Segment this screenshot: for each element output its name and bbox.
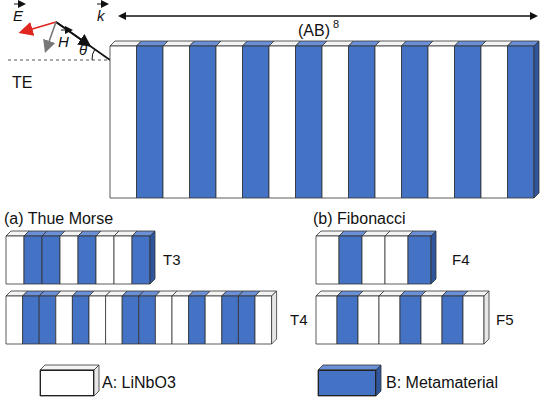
layer-slab (421, 296, 442, 344)
period-label: 8 (331, 18, 341, 30)
structure-label: (b) Fibonacci (313, 210, 405, 228)
layer-side (150, 231, 155, 284)
layer-side (272, 291, 277, 344)
layer-slab (24, 236, 42, 284)
layer-slab (132, 236, 150, 284)
vector-overarrow (61, 30, 71, 31)
layer-slab (122, 296, 139, 344)
layer-slab (318, 370, 376, 396)
layer-slab (362, 236, 385, 284)
layer-slab (89, 296, 106, 344)
layer-slab (6, 296, 23, 344)
angle-arc (92, 49, 95, 60)
layer-slab (39, 296, 56, 344)
vector-label: E (13, 8, 23, 25)
layer-slab (358, 296, 379, 344)
layer-slab (296, 46, 323, 198)
layer-slab (481, 46, 508, 198)
layer-side (534, 41, 539, 198)
legend-swatch (318, 370, 376, 396)
legend-text: B: Metamaterial (386, 374, 498, 392)
layer-slab (339, 236, 362, 284)
vector-label: θ (79, 42, 87, 59)
layer-slab (205, 296, 222, 344)
layer-slab (60, 236, 78, 284)
layer-side (94, 365, 99, 396)
vector-label: H (58, 34, 69, 51)
layer-slab (349, 46, 376, 198)
layer-slab (400, 296, 421, 344)
layer-slab (216, 46, 243, 198)
layer-slab (72, 296, 89, 344)
layer-slab (385, 236, 408, 284)
structure-label: F5 (496, 312, 514, 329)
layer-slab (137, 46, 164, 198)
e-vector (22, 22, 56, 32)
layer-slab (322, 46, 349, 198)
layer-side (431, 231, 436, 284)
layer-slab (463, 296, 484, 344)
layer-slab (428, 46, 455, 198)
period-label: (AB) (296, 22, 332, 40)
layer-slab (78, 236, 96, 284)
layer-slab (402, 46, 429, 198)
layer-slab (442, 296, 463, 344)
layer-slab (379, 296, 400, 344)
structure-label: T3 (163, 252, 181, 269)
layer-slab (139, 296, 156, 344)
layer-slab (23, 296, 40, 344)
layer-slab (255, 296, 272, 344)
layer-slab (110, 46, 137, 198)
layer-slab (190, 46, 217, 198)
structure-label: (a) Thue Morse (4, 210, 113, 228)
layer-side (484, 291, 489, 344)
layer-slab (42, 236, 60, 284)
structure-label: T4 (290, 312, 308, 329)
layer-slab (172, 296, 189, 344)
layer-slab (455, 46, 482, 198)
layer-slab (243, 46, 270, 198)
layer-side (376, 365, 381, 396)
layer-slab (408, 236, 431, 284)
layer-slab (222, 296, 239, 344)
normal-line (8, 60, 108, 61)
layer-slab (106, 296, 123, 344)
layer-slab (40, 370, 94, 396)
layer-slab (56, 296, 73, 344)
structure-label: TE (12, 74, 32, 92)
span-arrow (120, 16, 536, 17)
layer-slab (316, 296, 337, 344)
h-vector (46, 22, 56, 50)
legend-text: A: LiNbO3 (102, 374, 176, 392)
structure-label: F4 (452, 252, 470, 269)
layer-slab (114, 236, 132, 284)
layer-slab (375, 46, 402, 198)
layer-slab (269, 46, 296, 198)
layer-slab (6, 236, 24, 284)
layer-slab (155, 296, 172, 344)
layer-slab (163, 46, 190, 198)
vector-overarrow (97, 4, 107, 5)
layer-slab (316, 236, 339, 284)
layer-slab (508, 46, 535, 198)
layer-slab (96, 236, 114, 284)
vector-label: k (97, 8, 105, 25)
legend-swatch (40, 370, 94, 396)
k-ray (56, 22, 110, 60)
layer-slab (238, 296, 255, 344)
layer-slab (337, 296, 358, 344)
layer-slab (189, 296, 206, 344)
vector-overarrow (14, 4, 24, 5)
span-arrow (120, 16, 536, 17)
